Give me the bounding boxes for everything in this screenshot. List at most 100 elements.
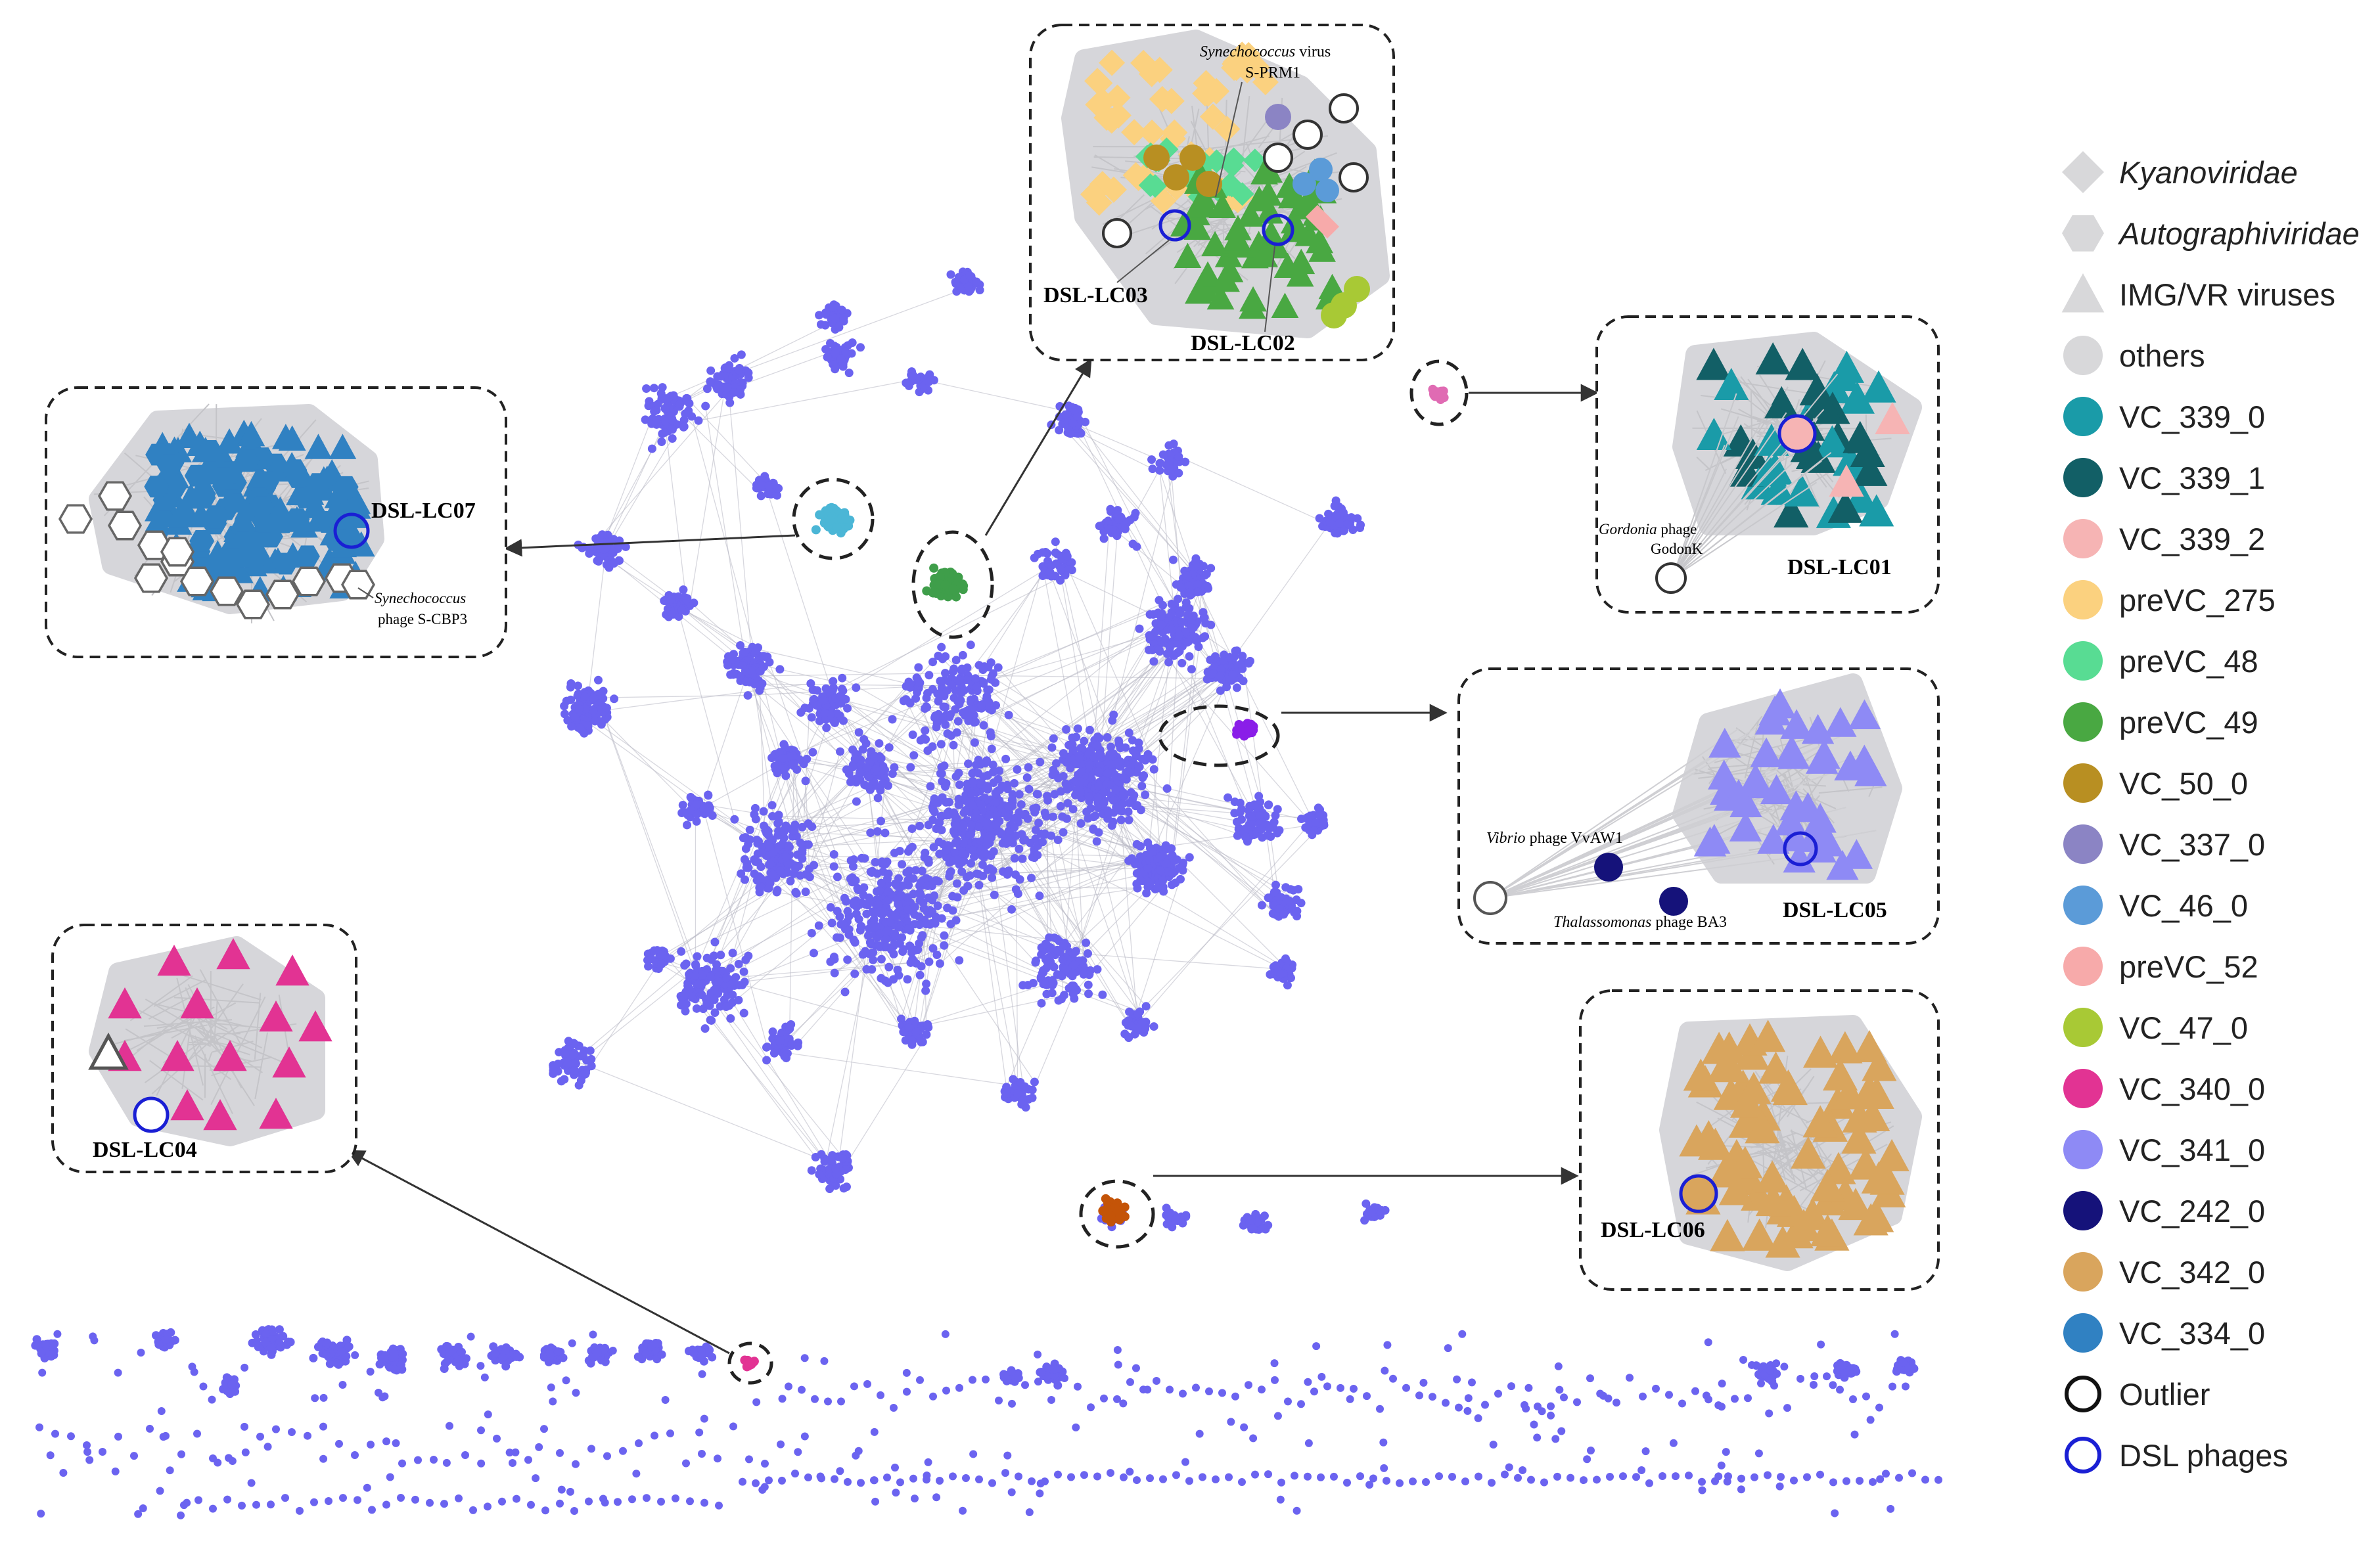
network-node	[1015, 875, 1024, 884]
network-node	[986, 728, 995, 737]
network-node	[967, 820, 976, 830]
network-node	[852, 902, 861, 911]
network-node	[571, 1059, 580, 1068]
network-node	[1093, 741, 1102, 750]
network-node	[223, 1495, 231, 1504]
network-node	[831, 1164, 840, 1173]
network-node	[1796, 1374, 1804, 1383]
network-node	[994, 663, 1003, 672]
network-node	[1045, 568, 1055, 577]
network-node	[837, 685, 846, 694]
network-node	[831, 365, 840, 374]
network-node	[807, 713, 816, 722]
network-edge	[1005, 980, 1053, 1088]
network-node	[947, 681, 956, 690]
network-node	[876, 786, 885, 795]
network-edge	[1134, 823, 1310, 1027]
network-node	[1032, 790, 1041, 799]
network-node	[1085, 725, 1094, 734]
network-node	[874, 900, 883, 909]
network-node	[593, 675, 603, 685]
network-node	[1103, 733, 1112, 742]
network-node	[1224, 793, 1233, 802]
network-node	[573, 681, 582, 690]
network-node	[1127, 1022, 1136, 1031]
network-node	[41, 1340, 50, 1349]
network-node	[1770, 1382, 1778, 1390]
network-node	[1133, 801, 1142, 810]
network-node	[1286, 974, 1295, 983]
network-node	[706, 366, 716, 375]
network-node	[909, 1474, 917, 1483]
network-node	[1134, 762, 1143, 771]
network-node	[541, 1506, 549, 1515]
network-edge	[775, 1050, 1016, 1087]
network-node	[826, 338, 835, 348]
network-node	[1823, 1372, 1831, 1381]
network-node	[1739, 1355, 1748, 1364]
network-node	[835, 933, 844, 942]
network-node	[896, 1478, 904, 1487]
network-node	[1187, 665, 1196, 674]
network-node	[825, 1164, 834, 1173]
network-node	[869, 948, 878, 957]
network-node	[1068, 733, 1077, 742]
network-node	[1156, 611, 1166, 620]
network-node	[1066, 763, 1075, 773]
network-node	[1053, 836, 1063, 845]
network-node	[677, 947, 686, 956]
network-edge	[704, 897, 845, 973]
network-node	[837, 305, 846, 315]
network-node	[833, 872, 842, 882]
network-node	[1060, 991, 1069, 1000]
network-node	[756, 863, 766, 872]
network-node	[922, 979, 931, 989]
network-node	[686, 1497, 694, 1506]
network-node	[1698, 1477, 1706, 1486]
network-node	[1048, 962, 1057, 971]
network-node	[955, 675, 964, 685]
network-node	[878, 857, 887, 866]
network-node	[444, 1348, 453, 1357]
network-node	[1100, 1394, 1108, 1403]
network-node	[950, 848, 959, 857]
network-node	[325, 1359, 334, 1368]
network-node	[769, 847, 778, 857]
network-node	[979, 678, 988, 687]
network-edge	[1069, 799, 1133, 974]
network-node	[1052, 759, 1061, 768]
network-node	[975, 1475, 983, 1484]
network-node	[854, 728, 863, 737]
network-node	[1018, 1096, 1027, 1106]
network-node	[1339, 508, 1348, 517]
network-node	[1507, 1382, 1515, 1391]
network-node	[1104, 809, 1113, 819]
network-node	[1133, 1476, 1141, 1485]
network-node	[1181, 457, 1190, 466]
network-node	[741, 647, 750, 656]
network-node	[756, 874, 766, 883]
network-node	[1093, 792, 1103, 801]
network-node	[858, 745, 867, 754]
network-edge	[1135, 805, 1245, 830]
network-node	[1036, 757, 1045, 767]
network-node	[446, 1422, 453, 1430]
network-node	[67, 1432, 75, 1441]
network-node	[1164, 658, 1174, 667]
network-node	[319, 1422, 327, 1431]
network-node	[800, 1432, 809, 1441]
network-node	[1014, 1374, 1023, 1383]
network-edge	[1093, 829, 1145, 1033]
network-node	[708, 1353, 717, 1362]
network-node	[929, 1392, 937, 1401]
network-node	[728, 949, 737, 958]
network-node	[737, 869, 746, 878]
network-node	[1862, 1392, 1870, 1401]
network-node	[619, 1447, 627, 1455]
network-node	[1002, 1083, 1011, 1092]
network-edge	[1090, 690, 1221, 752]
network-node	[706, 377, 715, 386]
network-node	[931, 876, 940, 885]
network-node	[910, 920, 919, 929]
network-node	[958, 849, 967, 858]
